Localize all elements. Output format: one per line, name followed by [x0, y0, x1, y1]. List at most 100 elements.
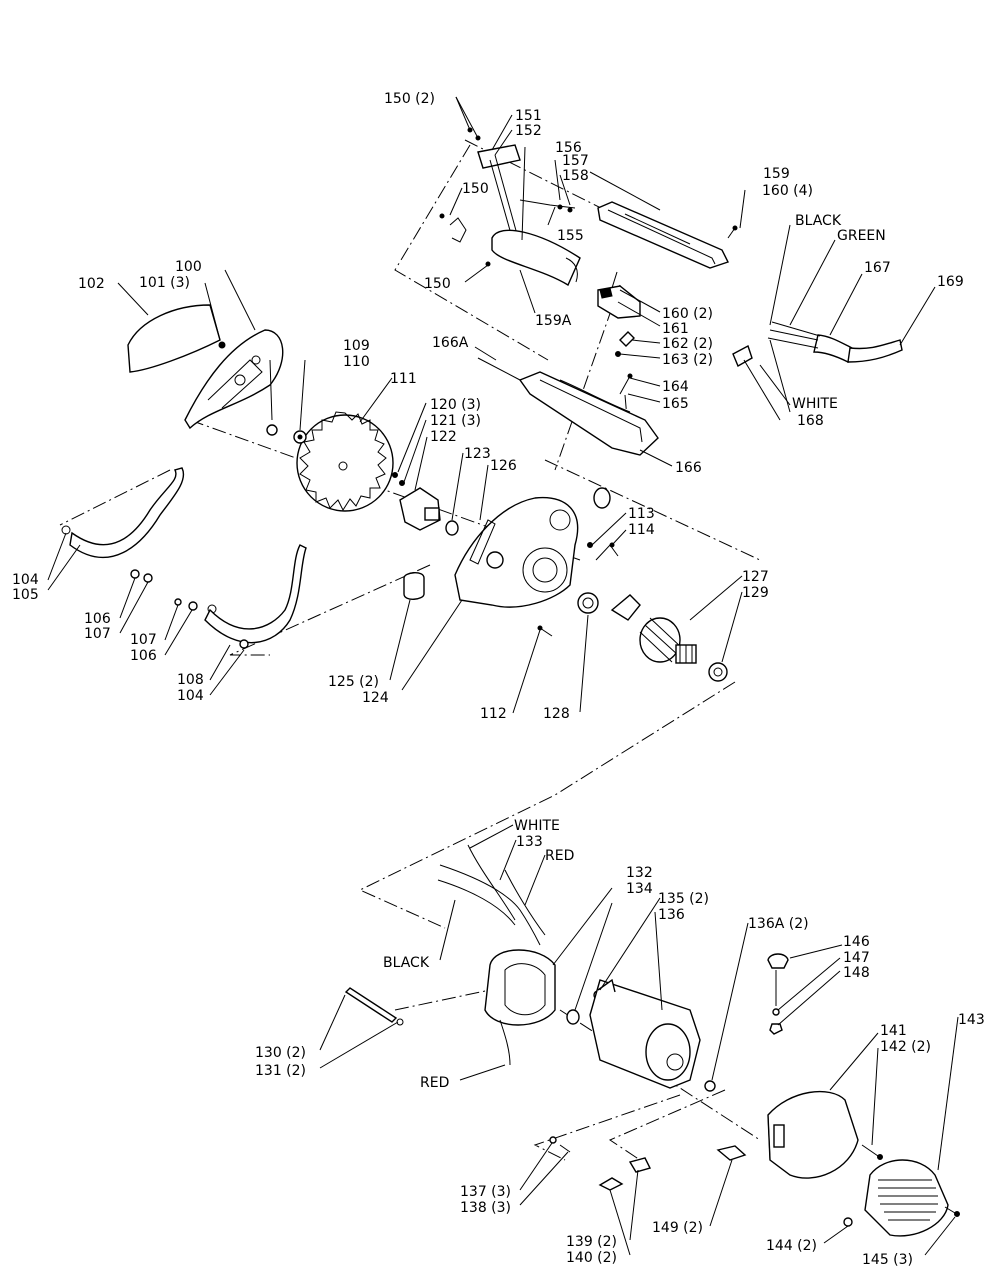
label-107b: 107: [130, 632, 157, 648]
label-151: 151: [515, 108, 542, 124]
end-cover: [864, 1159, 949, 1237]
label-169: 169: [937, 274, 964, 290]
label-140: 140 (2): [566, 1250, 617, 1266]
label-164: 164: [662, 379, 689, 395]
switch-part: [449, 217, 467, 243]
brush-holder: [716, 1145, 747, 1161]
label-120: 120 (3): [430, 397, 481, 413]
label-143: 143: [958, 1012, 985, 1028]
label-104b: 104: [177, 688, 204, 704]
label-135: 135 (2): [658, 891, 709, 907]
ball-bearing-front: [577, 592, 599, 614]
brush-cap: [767, 953, 789, 969]
label-110: 110: [343, 354, 370, 370]
label-134: 134: [626, 881, 653, 897]
label-155: 155: [557, 228, 584, 244]
label-149: 149 (2): [652, 1220, 703, 1236]
label-101: 101 (3): [139, 275, 190, 291]
lower-guard-lever: [204, 544, 307, 644]
motor-end-cap: [767, 1090, 859, 1179]
carbon-brush: [598, 1177, 624, 1191]
assembly-centerlines: [59, 139, 761, 1161]
label-131: 131 (2): [255, 1063, 306, 1079]
label-152: 152: [515, 123, 542, 139]
label-129: 129: [742, 585, 769, 601]
field-bolt: [344, 987, 398, 1023]
label-144: 144 (2): [766, 1238, 817, 1254]
part-labels: 150 (2) 151 152 156 157 158 159 160 (4) …: [12, 91, 985, 1268]
label-138: 138 (3): [460, 1200, 511, 1216]
label-106b: 106: [130, 648, 157, 664]
motor-ring: [566, 1009, 580, 1025]
ball-bearing-rear: [708, 662, 728, 682]
upper-guard-cover: [127, 304, 221, 373]
label-148: 148: [843, 965, 870, 981]
label-106a: 106: [84, 611, 111, 627]
motor-section: [344, 844, 960, 1237]
label-157: 157: [562, 153, 589, 169]
label-147: 147: [843, 950, 870, 966]
saw-blade: [296, 411, 394, 512]
label-121: 121 (3): [430, 413, 481, 429]
housing-bushing: [403, 572, 425, 600]
label-128: 128: [543, 706, 570, 722]
label-150b: 150: [462, 181, 489, 197]
lower-guard-upper-link: [69, 467, 185, 558]
label-159: 159: [763, 166, 790, 182]
label-109: 109: [343, 338, 370, 354]
leader-lines: [47, 96, 959, 1256]
blade-guard-section: [61, 304, 394, 649]
label-104a: 104: [12, 572, 39, 588]
label-167: 167: [864, 260, 891, 276]
label-123: 123: [464, 446, 491, 462]
wire-label-green-top: GREEN: [837, 228, 886, 244]
label-162: 162 (2): [662, 336, 713, 352]
wire-label-red-mid: RED: [545, 848, 574, 864]
power-cord: [813, 334, 853, 364]
label-139: 139 (2): [566, 1234, 617, 1250]
label-156: 156: [555, 140, 582, 156]
handle-assembly: [439, 127, 903, 456]
handle-grip: [491, 229, 581, 287]
label-166a: 166A: [432, 335, 469, 351]
label-122: 122: [430, 429, 457, 445]
label-126: 126: [490, 458, 517, 474]
label-158: 158: [562, 168, 589, 184]
label-160b: 160 (2): [662, 306, 713, 322]
label-166: 166: [675, 460, 702, 476]
label-100: 100: [175, 259, 202, 275]
label-160a: 160 (4): [762, 183, 813, 199]
label-133: 133: [516, 834, 543, 850]
motor-housing: [589, 978, 701, 1089]
arbor-nut: [266, 424, 278, 436]
wire-color-labels: BLACK GREEN WHITE WHITE RED BLACK RED: [383, 213, 886, 1091]
label-108: 108: [177, 672, 204, 688]
handle-base: [518, 371, 659, 456]
gear-housing-section: [392, 472, 728, 682]
label-125: 125 (2): [328, 674, 379, 690]
label-132: 132: [626, 865, 653, 881]
label-111: 111: [390, 371, 417, 387]
label-159a: 159A: [535, 313, 572, 329]
label-142: 142 (2): [880, 1039, 931, 1055]
wire-label-black-top: BLACK: [795, 213, 842, 229]
spindle-shaft: [424, 507, 440, 521]
label-113: 113: [628, 506, 655, 522]
label-163: 163 (2): [662, 352, 713, 368]
label-141: 141: [880, 1023, 907, 1039]
needle-bearing: [445, 520, 459, 536]
label-112: 112: [480, 706, 507, 722]
label-102: 102: [78, 276, 105, 292]
label-146: 146: [843, 934, 870, 950]
gear-housing: [454, 496, 579, 608]
wire-label-red-low: RED: [420, 1075, 449, 1091]
label-130: 130 (2): [255, 1045, 306, 1061]
label-124: 124: [362, 690, 389, 706]
armature: [610, 594, 697, 664]
label-114: 114: [628, 522, 655, 538]
label-145: 145 (3): [862, 1252, 913, 1268]
wire-label-white-top: WHITE: [792, 396, 838, 412]
wire-label-white-mid: WHITE: [514, 818, 560, 834]
switch-bracket: [477, 144, 521, 169]
